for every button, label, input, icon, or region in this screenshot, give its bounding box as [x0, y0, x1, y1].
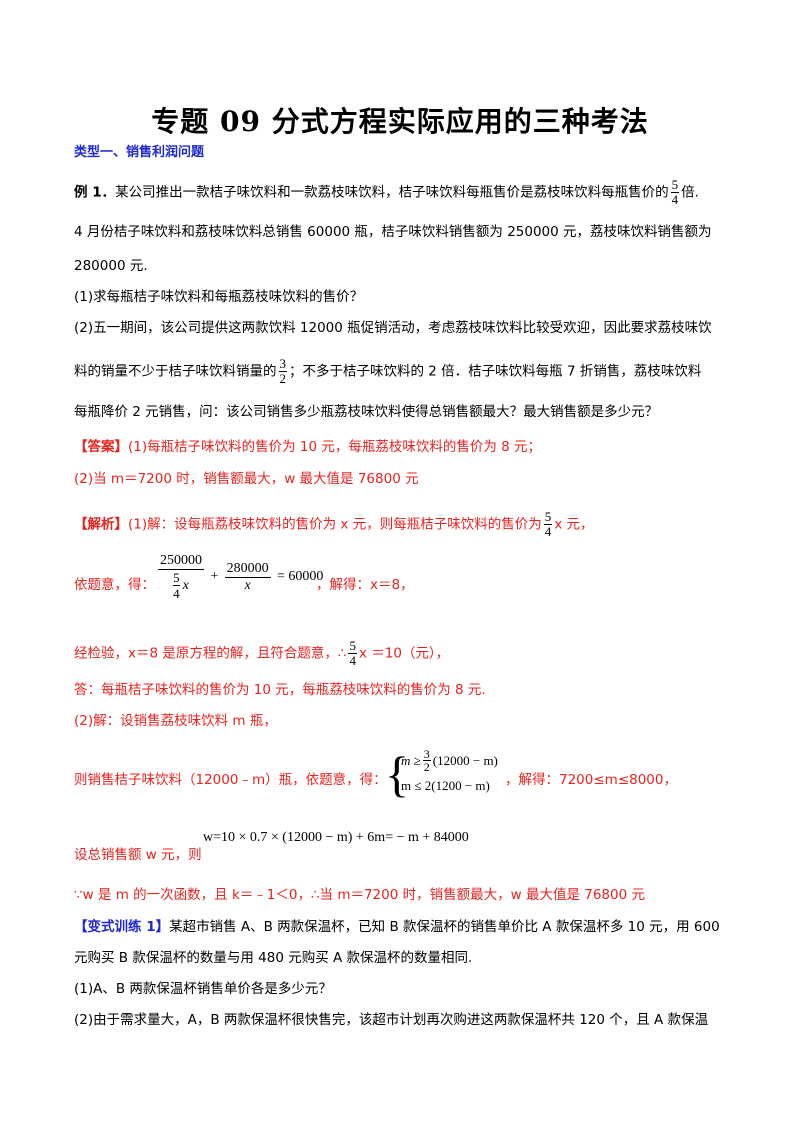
- w-equation: w=10 × 0.7 × (12000 − m) + 6m= − m + 840…: [203, 830, 469, 845]
- example-line-3: 280000 元.: [74, 258, 148, 274]
- example-label: 例 1．: [74, 184, 116, 201]
- variant-line-2: 元购买 B 款保温杯的数量与用 480 元购买 A 款保温杯的数量相同.: [74, 950, 473, 966]
- answer-line-2: (2)当 m＝7200 时，销售额最大，w 最大值是 76800 元: [74, 471, 419, 487]
- variant-line-1: 【变式训练 1】某超市销售 A、B 两款保温杯，已知 B 款保温杯的销售单价比 …: [74, 917, 720, 937]
- fraction: 280000 x: [224, 560, 271, 593]
- analysis-text: x ＝10（元），: [358, 645, 450, 662]
- section-heading: 类型一、销售利润问题: [74, 145, 205, 160]
- variant-line-4: (2)由于需求量大，A，B 两款保温杯很快售完，该超市计划再次购进这两款保温杯共…: [74, 1012, 709, 1028]
- analysis-line-7: 设总销售额 w 元，则: [74, 847, 202, 863]
- analysis-line-8: ∵w 是 m 的一次函数，且 k＝﹣1＜0，∴当 m＝7200 时，销售额最大，…: [74, 887, 645, 903]
- analysis-line-2: 依题意，得：: [74, 577, 155, 593]
- brace-symbol: {: [385, 746, 409, 802]
- answer-line-1: 【答案】(1)每瓶桔子味饮料的售价为 10 元，每瓶荔枝味饮料的售价为 8 元；: [74, 437, 541, 457]
- variant-line-3: (1)A、B 两款保温杯销售单价各是多少元？: [74, 981, 332, 997]
- analysis-line-2b: ，解得：x＝8，: [316, 577, 414, 593]
- question-text: 料的销量不少于桔子味饮料销量的: [74, 363, 277, 380]
- question-2-line-3: 每瓶降价 2 元销售，问：该公司销售多少瓶荔枝味饮料使得总销售额最大？最大销售额…: [74, 404, 659, 420]
- answer-tag: 【答案】: [74, 439, 128, 455]
- analysis-line-6: 则销售桔子味饮料（12000﹣m）瓶，依题意，得：: [74, 772, 387, 788]
- analysis-tag: 【解析】: [74, 516, 128, 533]
- analysis-text: x 元，: [554, 516, 594, 533]
- question-1: (1)求每瓶桔子味饮料和每瓶荔枝味饮料的售价？: [74, 289, 364, 305]
- example-text: 倍.: [681, 184, 699, 201]
- plus-sign: +: [210, 569, 219, 584]
- variant-tag: 【变式训练 1】: [74, 919, 170, 935]
- example-line-1: 例 1．某公司推出一款桔子味饮料和一款荔枝味饮料，桔子味饮料每瓶售价是荔枝味饮料…: [74, 178, 699, 207]
- analysis-line-4: 答：每瓶桔子味饮料的售价为 10 元，每瓶荔枝味饮料的售价为 8 元.: [74, 682, 486, 698]
- inequality-2: m ≤ 2(1200 − m): [401, 778, 490, 793]
- variant-text: 某超市销售 A、B 两款保温杯，已知 B 款保温杯的销售单价比 A 款保温杯多 …: [169, 919, 720, 935]
- analysis-line-5: (2)解：设销售荔枝味饮料 m 瓶，: [74, 713, 277, 729]
- example-text: 某公司推出一款桔子味饮料和一款荔枝味饮料，桔子味饮料每瓶售价是荔枝味饮料每瓶售价…: [115, 184, 669, 201]
- analysis-text: 经检验，x＝8 是原方程的解，且符合题意，∴: [74, 645, 347, 662]
- example-line-2: 4 月份桔子味饮料和荔枝味饮料总销售 60000 瓶，桔子味饮料销售额为 250…: [74, 224, 712, 240]
- question-text: ；不多于桔子味饮料的 2 倍．桔子味饮料每瓶 7 折销售，荔枝味饮料: [289, 363, 702, 380]
- analysis-text: (1)解：设每瓶荔枝味饮料的售价为 x 元，则每瓶桔子味饮料的售价为: [128, 516, 542, 533]
- page-title: 专题 09 分式方程实际应用的三种考法: [151, 105, 649, 138]
- analysis-line-6b: ，解得：7200≤m≤8000，: [505, 772, 677, 788]
- question-2-line-1: (2)五一期间，该公司提供这两款饮料 12000 瓶促销活动，考虑荔枝味饮料比较…: [74, 320, 712, 336]
- answer-text: (1)每瓶桔子味饮料的售价为 10 元，每瓶荔枝味饮料的售价为 8 元；: [128, 439, 542, 455]
- equation-rhs: = 60000: [277, 569, 324, 584]
